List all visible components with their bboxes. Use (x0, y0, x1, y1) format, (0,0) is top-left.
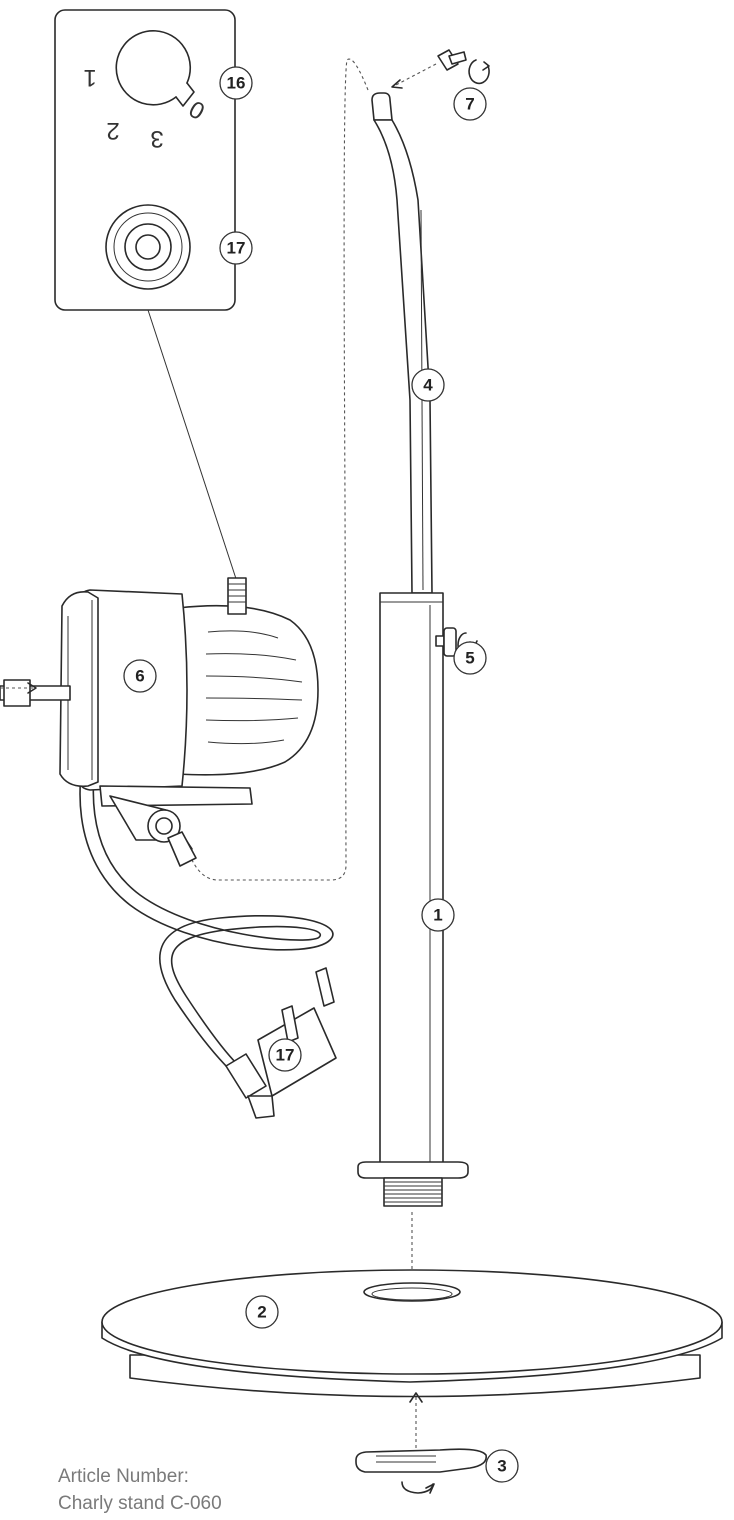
lower-tube (357, 592, 469, 1207)
speed-dial-label-3: 3 (150, 125, 163, 152)
svg-text:1: 1 (433, 906, 442, 925)
svg-text:17: 17 (227, 239, 246, 258)
speed-dial-label-2: 2 (106, 117, 119, 144)
svg-text:5: 5 (465, 649, 474, 668)
base-plate (101, 1269, 723, 1398)
svg-text:17: 17 (276, 1046, 295, 1065)
rotate-arrow-icon (468, 59, 490, 85)
svg-text:4: 4 (423, 376, 433, 395)
power-socket-icon (105, 204, 191, 290)
arrowhead-icon (27, 682, 37, 694)
part-badge-6: 6 (123, 659, 157, 693)
arrowhead-icon (409, 1392, 423, 1403)
part-badge-17-socket: 17 (219, 231, 253, 265)
part-badge-7: 7 (453, 87, 487, 121)
svg-text:2: 2 (257, 1303, 266, 1322)
article-number-value: Charly stand C-060 (58, 1493, 222, 1514)
arrowhead-icon (425, 1483, 435, 1494)
fan-head (0, 577, 319, 867)
article-number: Article Number: Charly stand C-060 (58, 1463, 222, 1517)
svg-text:7: 7 (465, 95, 474, 114)
height-knob-5 (435, 627, 457, 657)
power-cord (79, 711, 334, 1071)
svg-text:6: 6 (135, 667, 144, 686)
detail-inset: 1 2 3 0 16 17 (54, 9, 253, 311)
article-number-label: Article Number: (58, 1466, 189, 1487)
part-badge-2: 2 (245, 1295, 279, 1329)
upper-tube (371, 92, 433, 594)
thumb-screw-7 (437, 49, 467, 71)
wing-nut-3 (355, 1448, 487, 1473)
svg-text:3: 3 (497, 1457, 506, 1476)
arrowhead-icon (482, 61, 490, 71)
svg-text:16: 16 (227, 74, 246, 93)
part-badge-3: 3 (485, 1449, 519, 1483)
speed-dial-label-1: 1 (83, 64, 96, 91)
arrowhead-icon (391, 79, 403, 89)
part-badge-5: 5 (453, 641, 487, 675)
assembly-path-dashed (185, 58, 369, 881)
screw-7-arrow (393, 63, 437, 87)
inset-leader-line (147, 309, 242, 595)
part-badge-4: 4 (411, 368, 445, 402)
rotate-arrow-icon (401, 1481, 434, 1494)
part-badge-1: 1 (421, 898, 455, 932)
part-badge-17-plug: 17 (268, 1038, 302, 1072)
part-badge-16: 16 (219, 66, 253, 100)
